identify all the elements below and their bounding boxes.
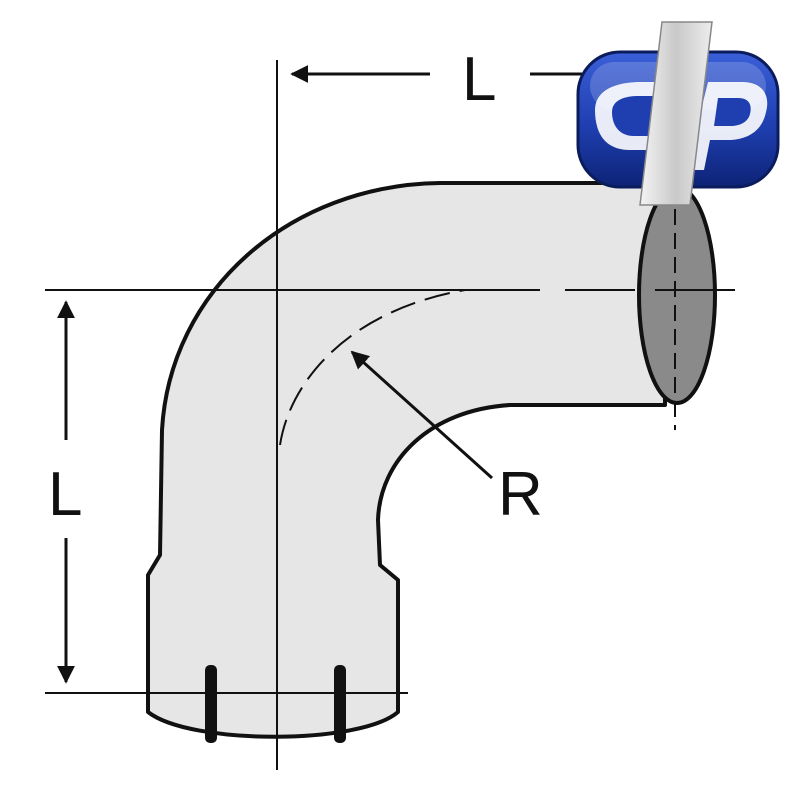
- left-length-label: L: [48, 460, 82, 529]
- pipe-end-cap: [637, 185, 717, 405]
- dp-logo: dp: [0, 0, 780, 206]
- pipe-slot-right: [334, 665, 346, 743]
- bend-radius-arc: [279, 289, 466, 446]
- pipe-body: [146, 181, 667, 739]
- radius-leader-arrow: [350, 350, 494, 480]
- top-length-label: L: [462, 45, 496, 114]
- logo-text: dp: [0, 0, 2, 1]
- radius-label: R: [498, 460, 543, 529]
- pipe-slot-left: [205, 665, 217, 743]
